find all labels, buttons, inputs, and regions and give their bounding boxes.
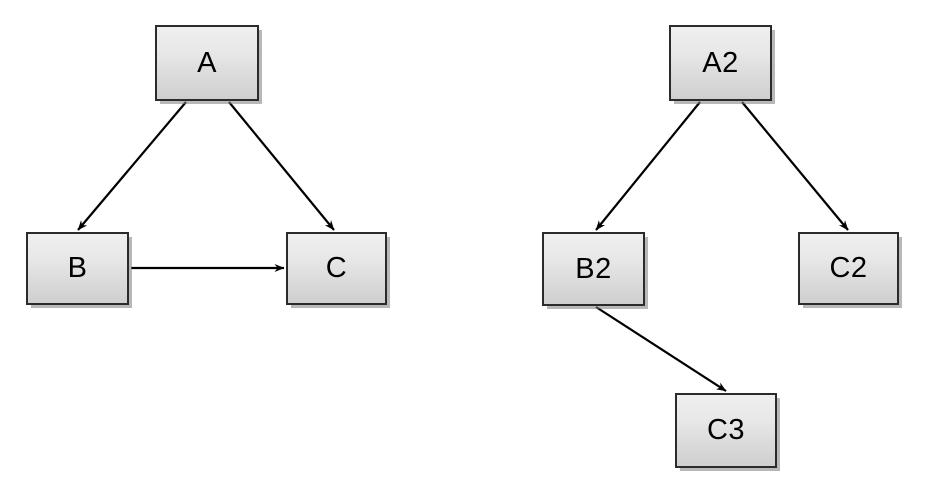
edge-a2-to-b2 xyxy=(595,101,701,231)
node-c[interactable]: C xyxy=(286,232,387,305)
node-a[interactable]: A xyxy=(155,25,259,101)
node-b2[interactable]: B2 xyxy=(542,232,645,306)
node-label-a2: A2 xyxy=(702,46,739,79)
node-label-a: A xyxy=(197,46,217,79)
edge-a-to-b xyxy=(77,101,187,231)
edge-a2-to-c2 xyxy=(741,101,849,231)
node-b[interactable]: B xyxy=(26,232,129,305)
node-label-c2: C2 xyxy=(829,252,868,284)
node-label-c3: C3 xyxy=(706,414,746,446)
node-label-b: B xyxy=(67,252,88,284)
node-a2[interactable]: A2 xyxy=(669,25,772,101)
edge-a-to-c xyxy=(228,101,335,231)
node-c3[interactable]: C3 xyxy=(675,393,777,468)
edge-b2-to-c3 xyxy=(595,306,727,392)
node-label-b2: B2 xyxy=(575,252,612,285)
node-label-c: C xyxy=(325,252,348,284)
node-c2[interactable]: C2 xyxy=(798,232,899,305)
